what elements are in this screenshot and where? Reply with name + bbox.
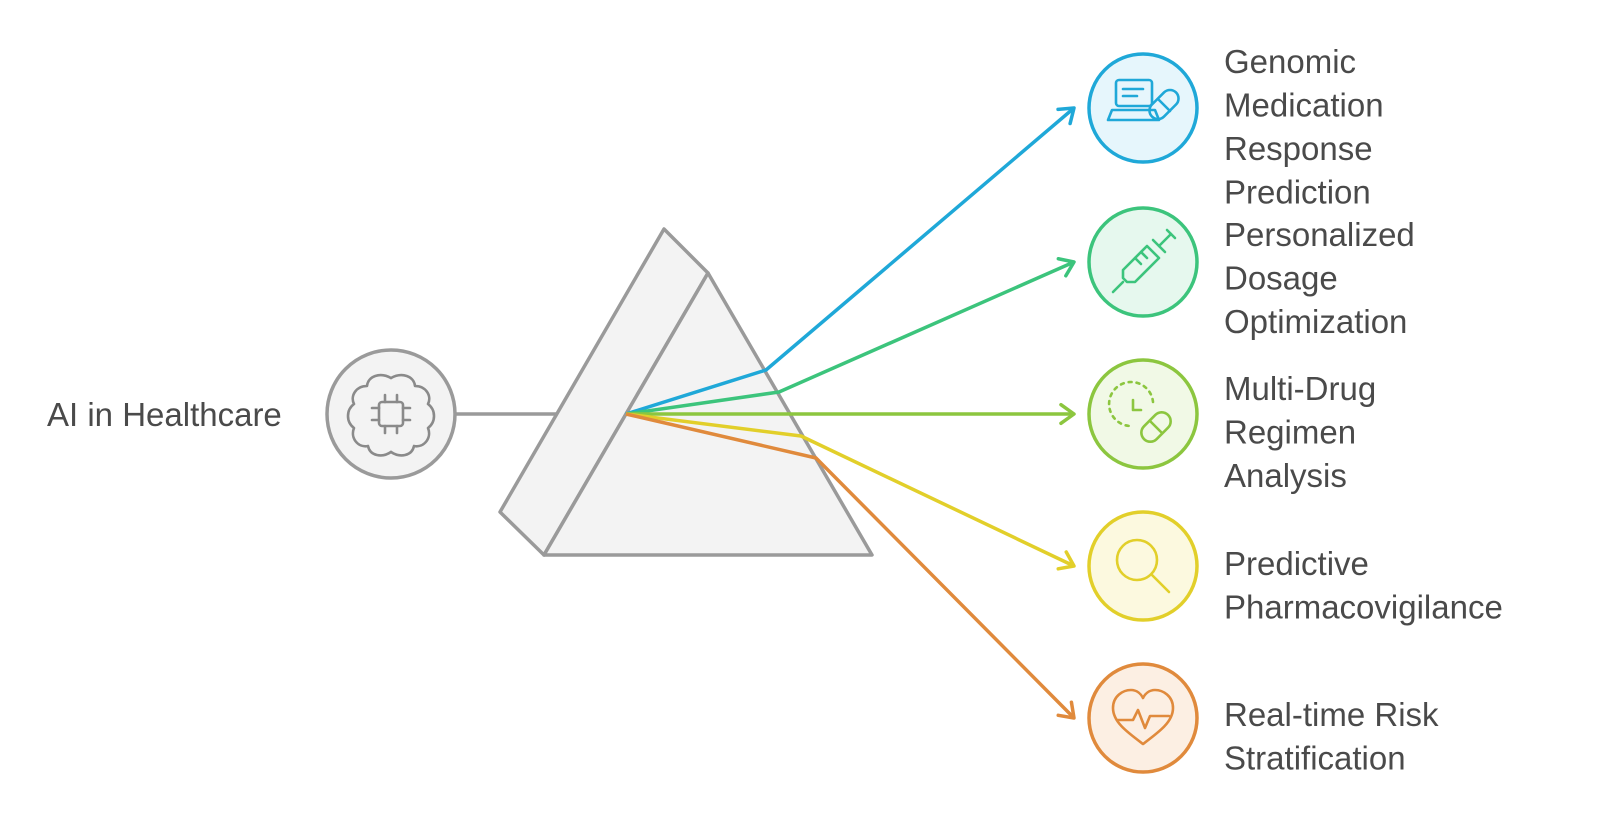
output-label-line: Analysis — [1224, 457, 1347, 494]
output-node-1 — [1087, 52, 1199, 164]
output-label-line: Genomic — [1224, 43, 1356, 80]
output-label-line: Personalized — [1224, 216, 1415, 253]
arrow-head-1 — [1056, 106, 1076, 126]
output-label-line: Medication — [1224, 87, 1384, 124]
output-beam-2 — [625, 260, 1075, 416]
source-node — [325, 348, 457, 480]
output-beams — [625, 106, 1076, 720]
laptop-pill-icon — [1106, 78, 1180, 122]
clock-pill-icon — [1107, 380, 1172, 443]
brain-chip-icon — [346, 373, 436, 457]
output-beam-4 — [625, 412, 1075, 568]
output-label-line: Dosage — [1224, 260, 1338, 297]
arrow-head-2 — [1056, 256, 1076, 278]
output-label-line: Optimization — [1224, 303, 1407, 340]
output-label-line: Real-time Risk — [1224, 696, 1439, 733]
syringe-icon — [1111, 228, 1177, 294]
arrow-head-4 — [1056, 550, 1076, 571]
prism — [498, 227, 874, 557]
source-label: AI in Healthcare — [47, 396, 282, 433]
arrow-head-5 — [1056, 700, 1076, 720]
output-beam-5 — [625, 412, 1076, 720]
output-node-3 — [1087, 358, 1199, 470]
output-label-line: Pharmacovigilance — [1224, 589, 1503, 626]
output-nodes — [1087, 52, 1199, 774]
output-node-4 — [1087, 510, 1199, 622]
arrow-head-3 — [1059, 402, 1076, 426]
magnifier-icon — [1115, 538, 1171, 594]
output-node-2 — [1087, 206, 1199, 318]
output-label-line: Predictive — [1224, 545, 1369, 582]
output-label-line: Regimen — [1224, 414, 1356, 451]
output-label-line: Response — [1224, 130, 1373, 167]
output-label-line: Prediction — [1224, 174, 1371, 211]
output-label-line: Multi-Drug — [1224, 370, 1376, 407]
output-node-5 — [1087, 662, 1199, 774]
heartbeat-icon — [1111, 688, 1175, 746]
output-label-line: Stratification — [1224, 740, 1406, 777]
output-beam-1 — [625, 106, 1076, 416]
